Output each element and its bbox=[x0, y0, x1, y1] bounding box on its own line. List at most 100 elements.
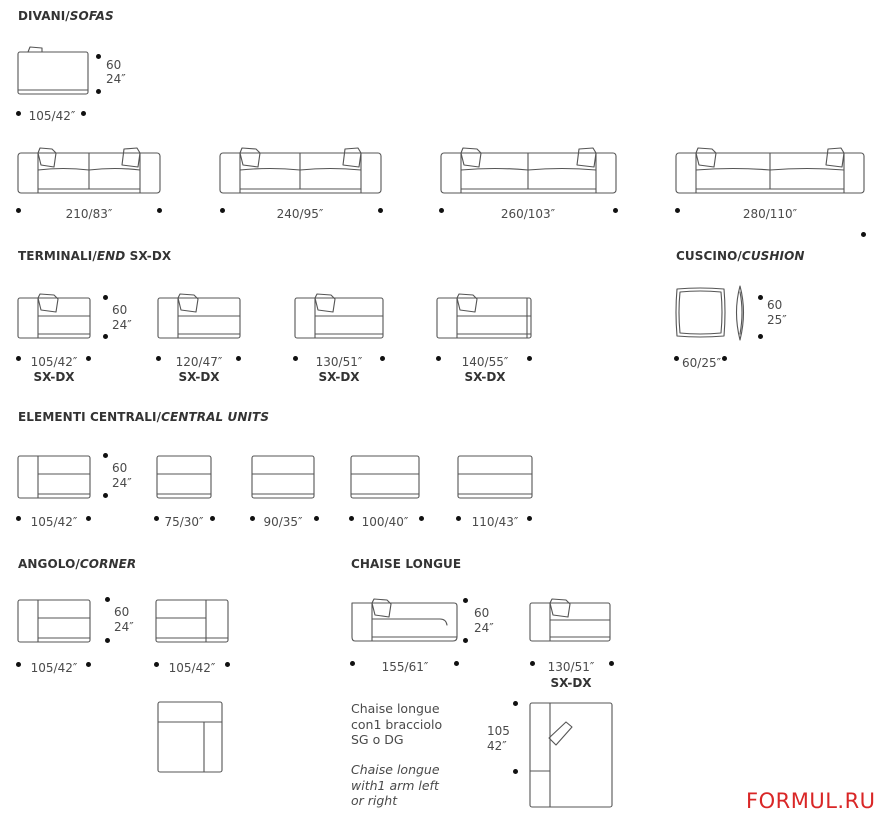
dot bbox=[220, 208, 225, 213]
dot bbox=[439, 208, 444, 213]
end-130-width: 130/51″ bbox=[315, 355, 363, 369]
heading-central-units: ELEMENTI CENTRALI/CENTRAL UNITS bbox=[18, 410, 270, 424]
sofa-260-width: 260/103″ bbox=[500, 207, 556, 221]
central-110-width: 110/43″ bbox=[471, 515, 519, 529]
end-105-width: 105/42″ bbox=[30, 355, 78, 369]
end-unit-105-drawing bbox=[18, 294, 90, 338]
dot bbox=[103, 334, 108, 339]
dot bbox=[16, 111, 21, 116]
chaise-side-in: 42″ bbox=[487, 739, 507, 753]
dot bbox=[454, 661, 459, 666]
dot bbox=[527, 516, 532, 521]
dot bbox=[105, 638, 110, 643]
dot bbox=[103, 295, 108, 300]
watermark: FORMUL.RU bbox=[746, 789, 876, 813]
central-90-width: 90/35″ bbox=[263, 515, 303, 529]
dot bbox=[16, 662, 21, 667]
dot bbox=[675, 208, 680, 213]
heading-corner: ANGOLO/CORNER bbox=[18, 557, 137, 571]
corner-a-width: 105/42″ bbox=[30, 661, 78, 675]
chaise-note-it-3: SG o DG bbox=[351, 732, 404, 747]
dot bbox=[103, 453, 108, 458]
end-unit-130-drawing bbox=[295, 294, 383, 338]
dot bbox=[758, 334, 763, 339]
cushion-depth-cm: 60 bbox=[767, 298, 783, 312]
chaise-depth-in: 24″ bbox=[474, 621, 494, 635]
central-105-width: 105/42″ bbox=[30, 515, 78, 529]
chaise-note-en: Chaise longue with1 arm left or right bbox=[351, 762, 440, 809]
chaise-130-drawing bbox=[530, 599, 610, 641]
cushion-drawing bbox=[676, 286, 744, 340]
dot bbox=[96, 89, 101, 94]
dot bbox=[378, 208, 383, 213]
heading-cushion: CUSCINO/CUSHION bbox=[676, 249, 805, 263]
corner-b-width: 105/42″ bbox=[168, 661, 216, 675]
dot bbox=[16, 208, 21, 213]
dot bbox=[86, 662, 91, 667]
dot bbox=[293, 356, 298, 361]
end-120-width: 120/47″ bbox=[175, 355, 223, 369]
sofa-240-width: 240/95″ bbox=[276, 207, 324, 221]
pouf-depth-in: 24″ bbox=[106, 72, 126, 86]
chaise-155-drawing bbox=[352, 599, 457, 641]
central-unit-75-drawing bbox=[157, 456, 211, 498]
end-140-side: SX-DX bbox=[464, 370, 506, 384]
dot bbox=[16, 356, 21, 361]
sofa-210-width: 210/83″ bbox=[65, 207, 113, 221]
central-depth-cm: 60 bbox=[112, 461, 128, 475]
dot bbox=[758, 295, 763, 300]
dot bbox=[722, 356, 727, 361]
end-depth-in: 24″ bbox=[112, 318, 132, 332]
heading-end-units: TERMINALI/END SX-DX bbox=[18, 249, 172, 263]
pouf-drawing bbox=[18, 47, 88, 94]
heading-sofas: DIVANI/SOFAS bbox=[18, 9, 114, 23]
dot bbox=[513, 769, 518, 774]
central-unit-90-drawing bbox=[252, 456, 314, 498]
cushion-depth-in: 25″ bbox=[767, 313, 787, 327]
end-unit-140-drawing bbox=[437, 294, 531, 338]
chaise-155-width: 155/61″ bbox=[381, 660, 429, 674]
dot bbox=[154, 662, 159, 667]
chaise-130-side: SX-DX bbox=[550, 676, 592, 690]
chaise-note-en-2: with1 arm left bbox=[351, 777, 439, 793]
sofa-260-drawing bbox=[441, 148, 616, 193]
dot bbox=[81, 111, 86, 116]
dot bbox=[350, 661, 355, 666]
end-120-side: SX-DX bbox=[178, 370, 220, 384]
end-unit-120-drawing bbox=[158, 294, 240, 338]
corner-b-drawing bbox=[156, 600, 228, 642]
end-105-side: SX-DX bbox=[33, 370, 75, 384]
dot bbox=[156, 356, 161, 361]
dot bbox=[861, 232, 866, 237]
chaise-depth-cm: 60 bbox=[474, 606, 490, 620]
dot bbox=[674, 356, 679, 361]
chaise-130-width: 130/51″ bbox=[547, 660, 595, 674]
dot bbox=[513, 701, 518, 706]
dot bbox=[105, 597, 110, 602]
chaise-plan-drawing bbox=[530, 703, 612, 807]
dot bbox=[527, 356, 532, 361]
corner-depth-cm: 60 bbox=[114, 605, 130, 619]
dot bbox=[419, 516, 424, 521]
central-depth-in: 24″ bbox=[112, 476, 132, 490]
dot bbox=[210, 516, 215, 521]
central-unit-100-drawing bbox=[351, 456, 419, 498]
central-75-width: 75/30″ bbox=[164, 515, 204, 529]
dot bbox=[96, 54, 101, 59]
dot bbox=[349, 516, 354, 521]
sofa-280-drawing bbox=[676, 148, 864, 193]
dot bbox=[103, 493, 108, 498]
dot bbox=[86, 516, 91, 521]
chaise-note: Chaise longue con1 bracciolo SG o DG bbox=[351, 701, 442, 748]
central-unit-110-drawing bbox=[458, 456, 532, 498]
heading-chaise: CHAISE LONGUE bbox=[351, 557, 462, 571]
chaise-note-it-2: con1 bracciolo bbox=[351, 716, 443, 732]
dot bbox=[380, 356, 385, 361]
corner-a-drawing bbox=[18, 600, 90, 642]
chaise-note-en-3: or right bbox=[351, 793, 398, 808]
dot bbox=[157, 208, 162, 213]
dot bbox=[613, 208, 618, 213]
dot bbox=[530, 661, 535, 666]
dot bbox=[609, 661, 614, 666]
